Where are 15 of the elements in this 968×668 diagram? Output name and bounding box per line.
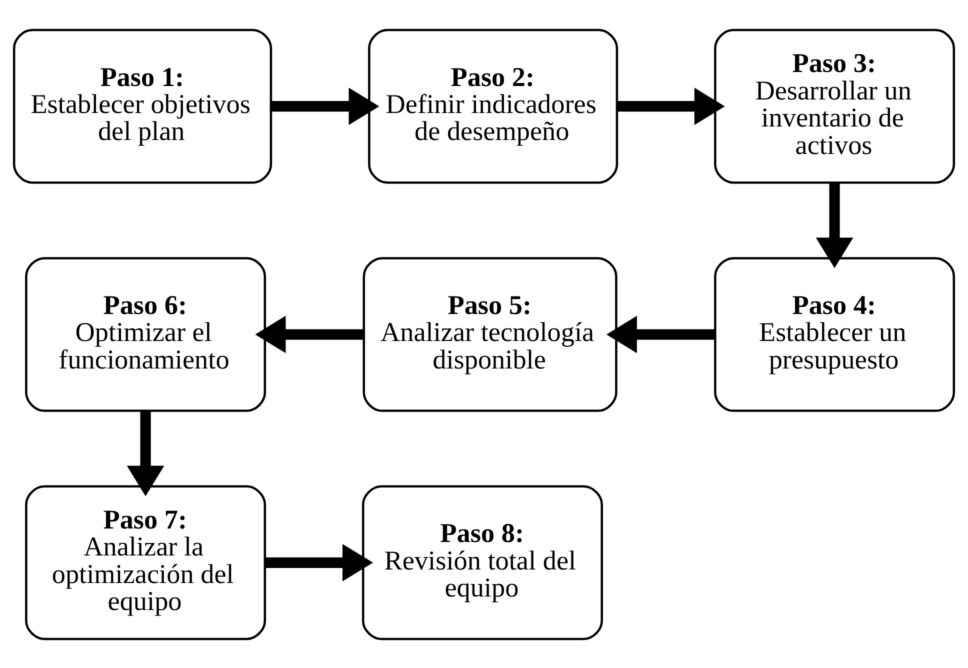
node-box: Paso 5: Analizar tecnología disponible [362, 256, 618, 412]
node-box: Paso 7: Analizar la optimización del equipo [25, 484, 266, 640]
node-box: Paso 4: Establecer un presupuesto [714, 256, 956, 412]
node-box: Paso 3: Desarrollar un inventario de activos [714, 28, 956, 184]
arrow [271, 87, 380, 125]
node-box: Paso 8: Revisión total del equipo [362, 484, 603, 640]
arrow [816, 182, 854, 268]
arrow [126, 410, 164, 496]
arrow [617, 87, 725, 125]
arrow [606, 315, 715, 353]
node-box: Paso 6: Optimizar el funcionamiento [25, 256, 266, 412]
arrow [255, 315, 364, 353]
arrow [265, 543, 373, 581]
node-box: Paso 1: Establecer objetivos del plan [12, 28, 272, 184]
node-box: Paso 2: Definir indicadores de desempeño [368, 28, 618, 184]
